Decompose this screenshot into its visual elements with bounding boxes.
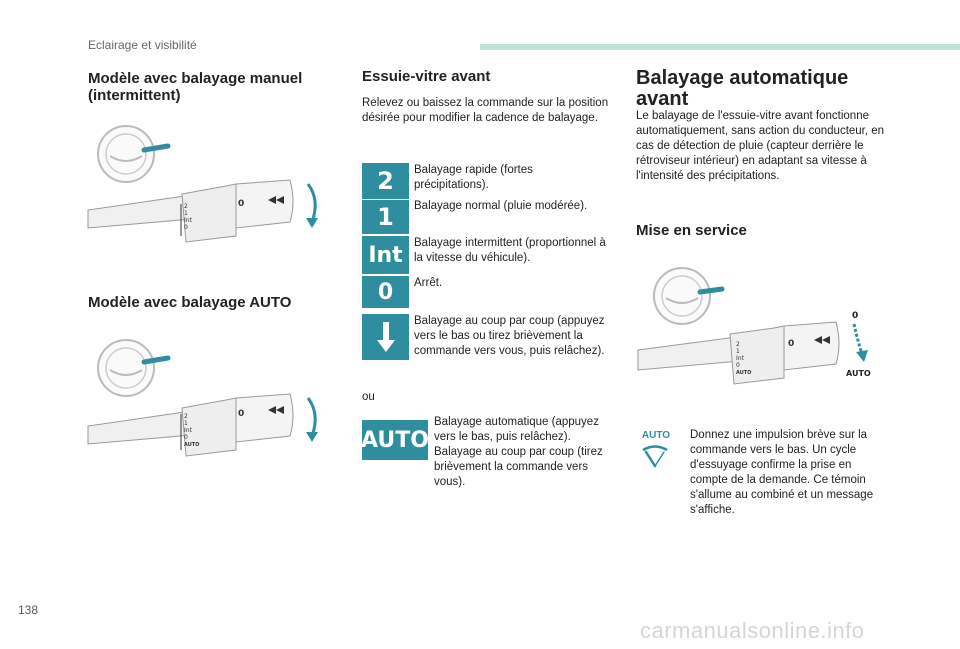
int-badge: Int	[362, 236, 409, 274]
down-arrow-icon	[376, 322, 395, 352]
page-number: 138	[18, 603, 39, 617]
svg-text:0: 0	[184, 224, 188, 231]
svg-text:2: 2	[184, 413, 188, 420]
section-title: Eclairage et visibilité	[88, 38, 197, 52]
activation-subtitle: Mise en service	[636, 222, 747, 239]
svg-text:Int: Int	[184, 427, 193, 434]
svg-text:0: 0	[788, 339, 794, 349]
front-wiper-intro: Relevez ou baissez la commande sur la po…	[362, 97, 609, 124]
svg-text:1: 1	[736, 348, 740, 355]
auto-wiper-warning-icon	[640, 444, 670, 468]
auto-stalk-diagram: 2 1 Int 0 AUTO 0	[86, 332, 326, 472]
single-wipe-text: Balayage au coup par coup (appuyez vers …	[414, 315, 605, 357]
diagram-auto-label: AUTO	[846, 369, 871, 378]
watermark: carmanualsonline.info	[640, 618, 865, 643]
off-badge: 0	[362, 276, 409, 308]
svg-text:AUTO: AUTO	[736, 370, 751, 376]
auto-text: Balayage automatique (appuyez vers le ba…	[434, 416, 603, 488]
speed-2-text: Balayage rapide (fortes précipitations).	[414, 164, 533, 191]
front-wiper-title: Essuie-vitre avant	[362, 68, 491, 85]
auto-badge: AUTO	[361, 420, 429, 460]
stalk-label-2: 2	[184, 203, 188, 210]
svg-text:Int: Int	[736, 355, 745, 362]
auto-indicator-label: AUTO	[641, 430, 671, 441]
speed-1-text: Balayage normal (pluie modérée).	[414, 200, 588, 212]
manual-model-title: Modèle avec balayage manuel (intermitten…	[88, 70, 303, 104]
activation-text: Donnez une impulsion brève sur la comman…	[690, 429, 874, 516]
int-text: Balayage intermittent (proportionnel à l…	[414, 237, 606, 264]
auto-wipe-intro: Le balayage de l'essuie-vitre avant fonc…	[636, 110, 885, 182]
or-label: ou	[362, 391, 375, 403]
auto-wipe-title: Balayage automatique avant	[636, 67, 849, 110]
svg-text:1: 1	[184, 210, 188, 217]
diagram-zero-label: 0	[852, 311, 858, 321]
auto-model-title: Modèle avec balayage AUTO	[88, 294, 292, 311]
svg-text:0: 0	[238, 199, 244, 209]
svg-text:AUTO: AUTO	[184, 442, 199, 448]
activation-diagram: 2 1 Int 0 AUTO 0 0 AUTO	[636, 262, 886, 402]
svg-text:0: 0	[184, 434, 188, 441]
manual-stalk-diagram: 2 1 Int 0 0	[86, 118, 326, 258]
svg-text:2: 2	[736, 341, 740, 348]
single-wipe-badge	[362, 314, 409, 360]
off-text: Arrêt.	[414, 277, 443, 289]
speed-1-badge: 1	[362, 200, 409, 234]
speed-2-badge: 2	[362, 163, 409, 199]
section-accent-bar	[480, 44, 960, 50]
svg-text:1: 1	[184, 420, 188, 427]
svg-text:Int: Int	[184, 217, 193, 224]
svg-text:0: 0	[238, 409, 244, 419]
svg-text:0: 0	[736, 362, 740, 369]
